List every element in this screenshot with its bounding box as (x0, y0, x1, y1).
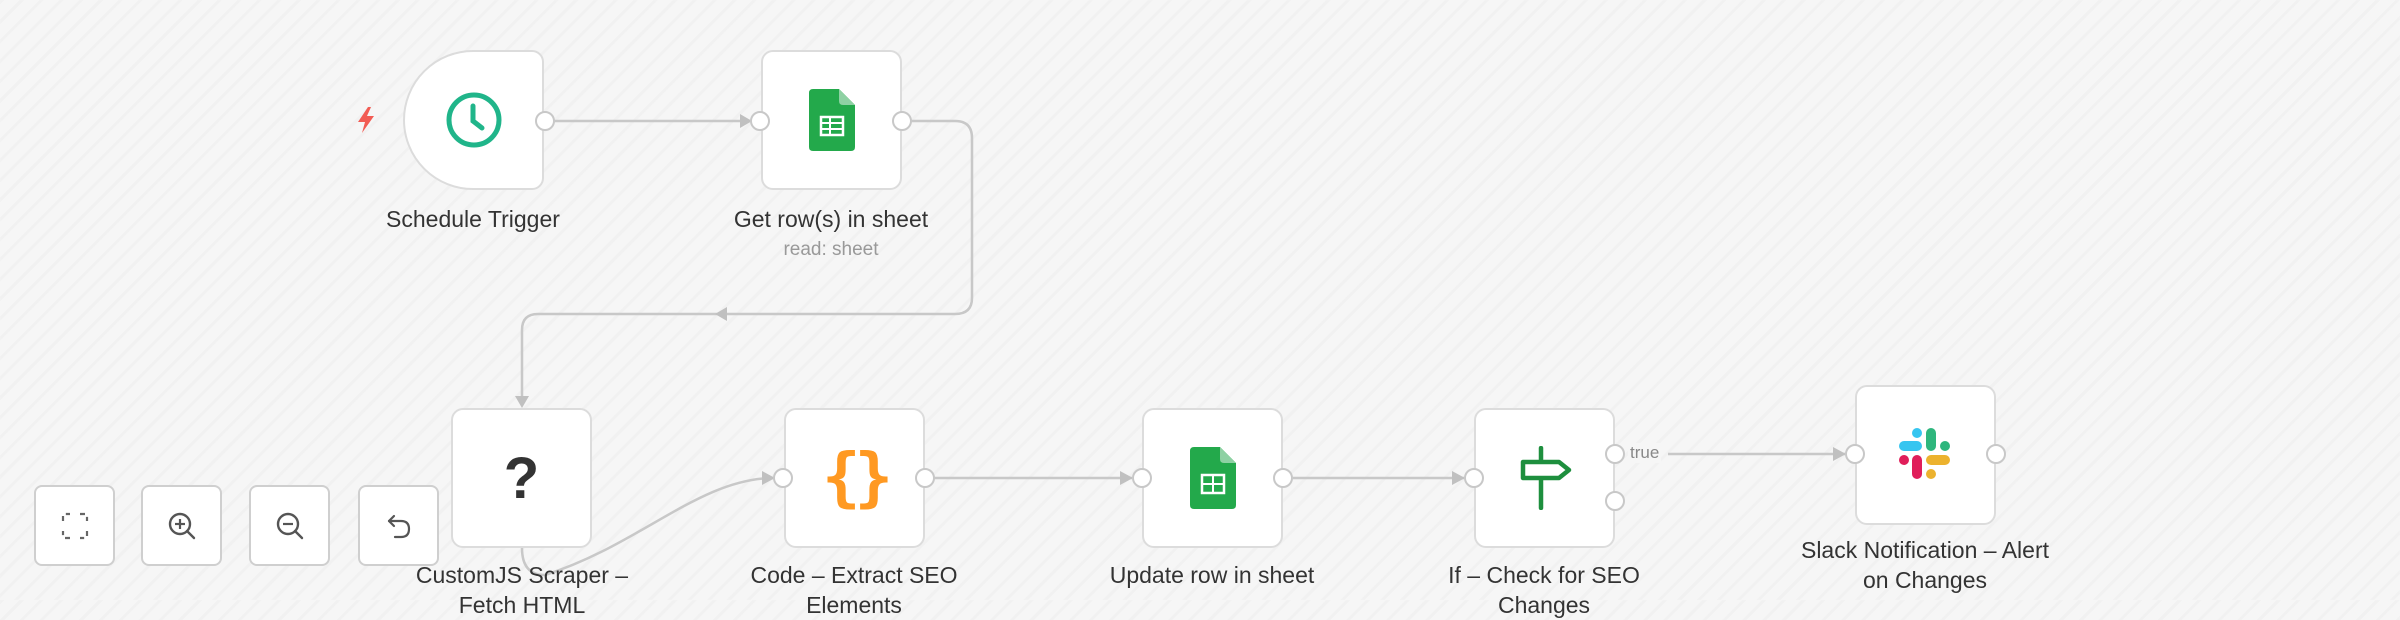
input-handle[interactable] (750, 111, 770, 131)
node-label: If – Check for SEO Changes (1414, 560, 1674, 620)
zoom-out-button[interactable] (249, 485, 330, 566)
node-slack-notify[interactable] (1855, 385, 1996, 525)
node-customjs-scraper[interactable]: ? (451, 408, 592, 548)
output-handle[interactable] (1986, 444, 2006, 464)
node-schedule-trigger[interactable] (403, 50, 544, 190)
input-handle[interactable] (773, 468, 793, 488)
signpost-icon (1520, 446, 1571, 510)
output-true-handle[interactable] (1605, 444, 1625, 464)
zoom-in-button[interactable] (141, 485, 222, 566)
node-if-check[interactable] (1474, 408, 1615, 548)
question-mark-icon: ? (503, 445, 540, 511)
input-handle[interactable] (1132, 468, 1152, 488)
output-handle[interactable] (915, 468, 935, 488)
node-label: Schedule Trigger (386, 206, 560, 232)
code-braces-icon: {} (821, 441, 893, 515)
node-label: Code – Extract SEO Elements (724, 560, 984, 620)
node-sublabel: read: sheet (783, 239, 879, 260)
reset-zoom-button[interactable] (358, 485, 439, 566)
fit-view-button[interactable] (34, 485, 115, 566)
zoom-out-icon (276, 512, 303, 539)
node-label: CustomJS Scraper – Fetch HTML (392, 560, 652, 620)
undo-icon (387, 514, 410, 538)
edge-getrows-to-scraper (520, 119, 974, 405)
label-line: If – Check for SEO (1448, 562, 1640, 588)
node-get-rows[interactable] (761, 50, 902, 190)
label-line: Elements (806, 592, 902, 618)
node-label: Update row in sheet (1109, 562, 1315, 588)
node-update-row[interactable] (1142, 408, 1283, 548)
zoom-in-icon (168, 512, 195, 539)
input-handle[interactable] (1845, 444, 1865, 464)
output-false-handle[interactable] (1605, 491, 1625, 511)
lightning-icon (358, 107, 374, 133)
node-code-extract[interactable]: {} (784, 408, 925, 548)
label-line: on Changes (1862, 567, 1988, 593)
label-line: CustomJS Scraper – (415, 562, 629, 588)
label-line: Slack Notification – Alert (1800, 537, 2049, 563)
label-line: Fetch HTML (458, 592, 586, 618)
output-handle[interactable] (892, 111, 912, 131)
true-branch-label: true (1628, 443, 1662, 463)
label-line: Code – Extract SEO (750, 562, 958, 588)
label-line: Changes (1497, 592, 1591, 618)
input-handle[interactable] (1464, 468, 1484, 488)
node-label: Get row(s) in sheet (733, 206, 929, 232)
google-sheets-icon (808, 89, 855, 151)
node-label: Slack Notification – Alert on Changes (1795, 535, 2055, 595)
output-handle[interactable] (535, 111, 555, 131)
slack-icon (1898, 428, 1950, 479)
fullscreen-icon (61, 512, 88, 539)
output-handle[interactable] (1273, 468, 1293, 488)
clock-icon (446, 92, 501, 148)
google-sheets-icon (1189, 447, 1236, 509)
